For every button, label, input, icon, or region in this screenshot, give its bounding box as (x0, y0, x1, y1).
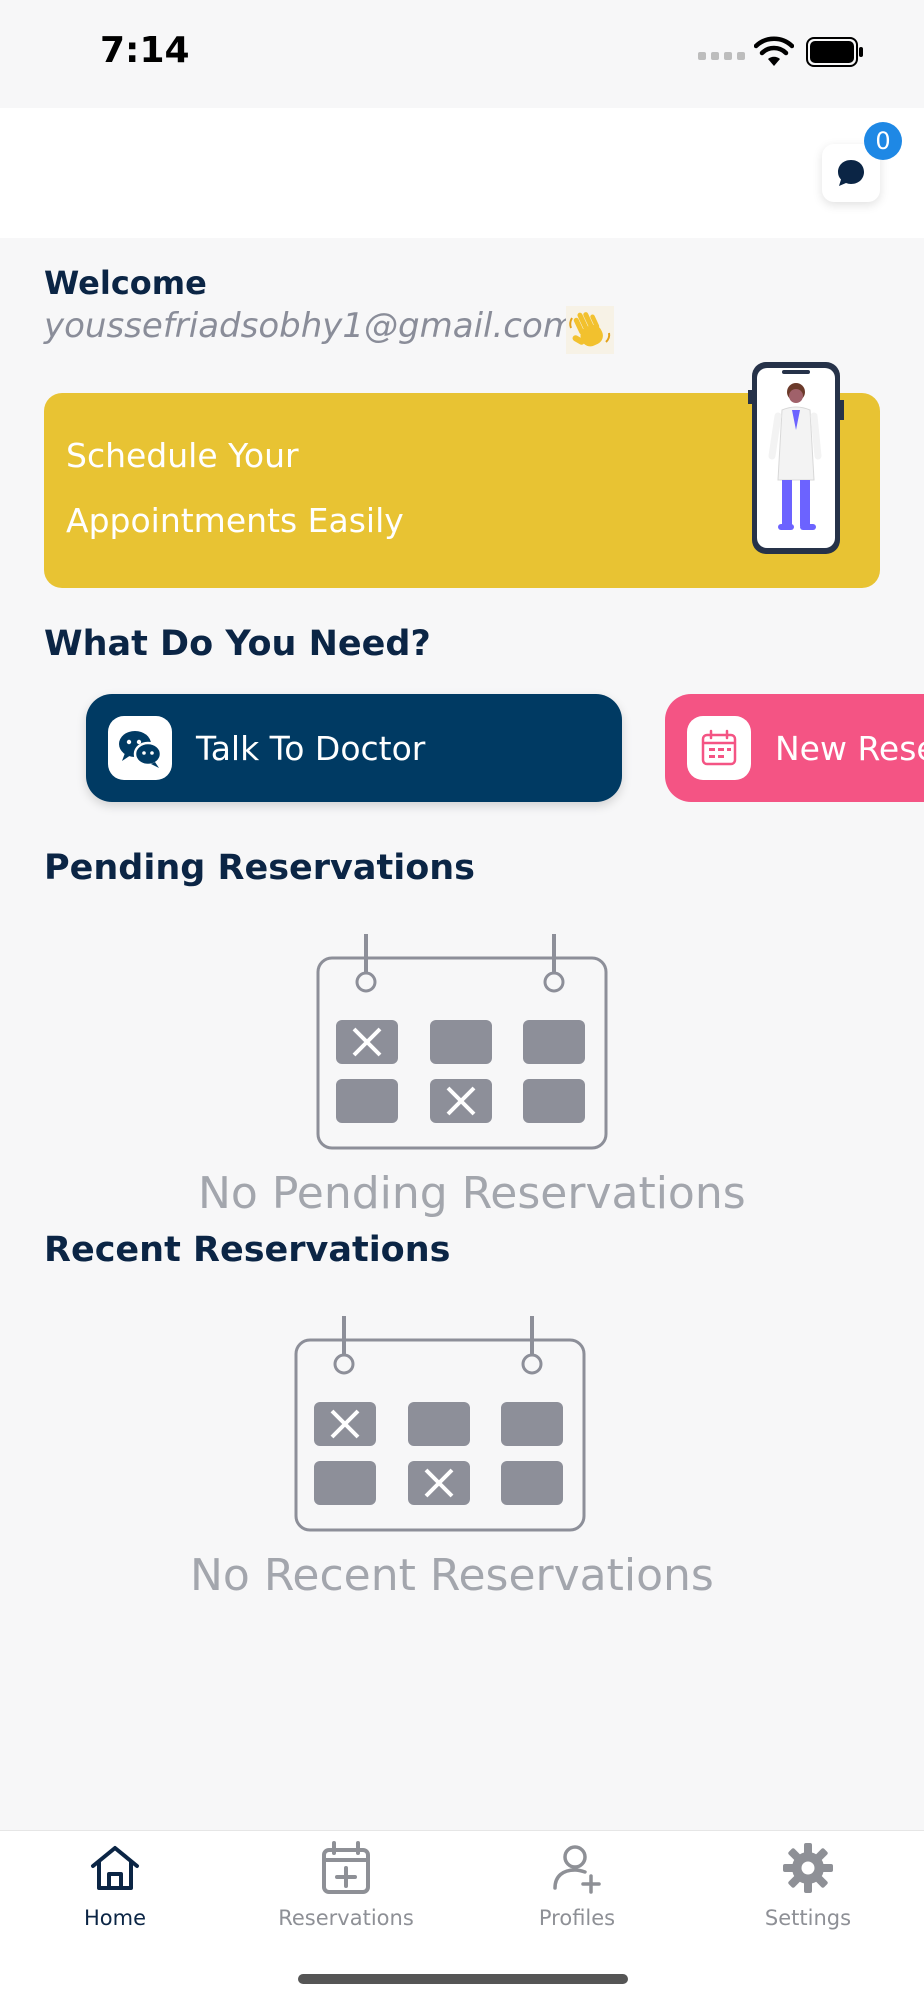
pending-title: Pending Reservations (44, 848, 475, 888)
pending-empty-text: No Pending Reservations (198, 1168, 746, 1219)
status-bar (0, 0, 924, 108)
empty-calendar-illustration (316, 934, 608, 1150)
nav-home[interactable]: Home (25, 1840, 205, 1930)
needs-title: What Do You Need? (44, 624, 431, 664)
welcome-label: Welcome (44, 264, 207, 302)
new-reservation-button[interactable]: New Rese (665, 694, 924, 802)
nav-settings-label: Settings (764, 1906, 852, 1930)
talk-to-doctor-button[interactable]: Talk To Doctor (86, 694, 622, 802)
user-email: youssefriadsobhy1@gmail.com (44, 306, 576, 346)
recent-title: Recent Reservations (44, 1230, 451, 1270)
chat-bubbles-icon (108, 716, 172, 780)
talk-to-doctor-label: Talk To Doctor (196, 728, 426, 768)
battery-icon (806, 37, 863, 67)
notification-badge: 0 (864, 122, 902, 160)
banner-text-line1: Schedule Your (66, 436, 299, 475)
nav-reservations-label: Reservations (278, 1906, 414, 1930)
new-reservation-label: New Rese (775, 728, 924, 768)
nav-profiles-label: Profiles (538, 1906, 616, 1930)
status-time: 7:14 (100, 30, 190, 71)
wifi-icon (754, 36, 794, 66)
banner-text-line2: Appointments Easily (66, 501, 404, 540)
nav-reservations[interactable]: Reservations (256, 1840, 436, 1930)
home-icon (91, 1846, 139, 1890)
gear-icon (783, 1843, 833, 1893)
home-indicator[interactable] (298, 1974, 628, 1984)
app-header (0, 108, 924, 238)
user-add-icon (553, 1845, 601, 1894)
nav-profiles[interactable]: Profiles (487, 1840, 667, 1930)
promo-banner (44, 393, 880, 588)
waving-hand-icon (566, 306, 614, 354)
empty-calendar-illustration (294, 1316, 586, 1532)
chat-icon (838, 160, 864, 186)
calendar-icon (687, 716, 751, 780)
recent-empty-text: No Recent Reservations (190, 1550, 714, 1601)
signal-icon (698, 52, 745, 60)
doctor-phone-illustration (748, 362, 844, 554)
calendar-plus-icon (322, 1841, 370, 1894)
nav-home-label: Home (83, 1906, 146, 1930)
nav-settings[interactable]: Settings (718, 1840, 898, 1930)
bottom-nav (0, 1830, 924, 2001)
